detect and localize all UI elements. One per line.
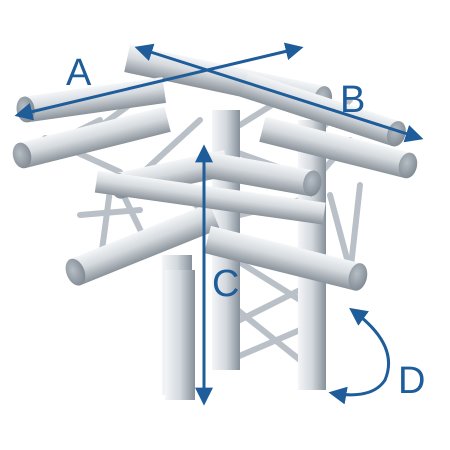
label-c: C xyxy=(212,263,239,305)
dimension-arrows xyxy=(14,42,424,406)
arrow-d xyxy=(328,307,390,405)
label-a: A xyxy=(66,52,92,94)
label-b: B xyxy=(340,79,365,121)
dimension-labels: A B C D xyxy=(66,52,425,402)
arrow-b xyxy=(134,43,424,143)
truss-front-leg xyxy=(165,270,195,400)
label-d: D xyxy=(398,360,425,402)
